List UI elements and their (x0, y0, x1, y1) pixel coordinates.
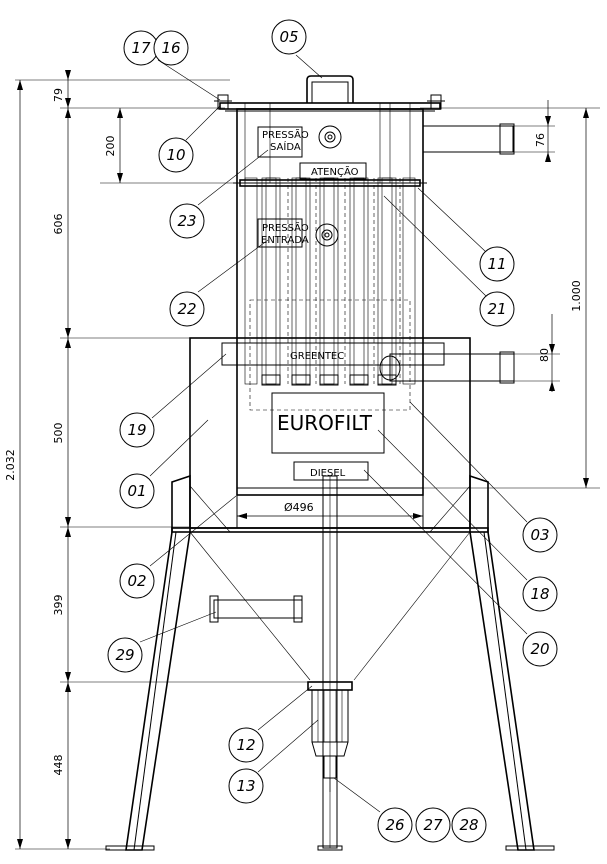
balloon-01 (119, 473, 155, 509)
filter-cartridges (244, 177, 416, 386)
balloon-label-20: 20 (530, 640, 549, 658)
balloon-05 (271, 19, 307, 55)
pressao-saida-label-2: SAÍDA (270, 140, 301, 153)
dimension-lines-left (15, 70, 310, 850)
balloon-23 (169, 203, 205, 239)
pressao-entrada-label-2: ENTRADA (261, 235, 309, 246)
balloon-label-26: 26 (385, 816, 404, 834)
balloon-18 (522, 576, 558, 612)
dim-399: 399 (52, 595, 65, 616)
balloon-label-22: 22 (177, 300, 196, 318)
dim-448: 448 (52, 755, 65, 776)
balloon-label-16: 16 (161, 39, 180, 57)
balloon-11 (479, 246, 515, 282)
balloon-28 (451, 807, 487, 843)
balloon-label-13: 13 (236, 777, 255, 795)
part-balloons: 05 17 16 10 23 11 22 21 19 01 03 02 18 20 29 12 13 26 27 28 (107, 19, 558, 843)
dim-79: 79 (52, 88, 65, 102)
balloon-20 (522, 631, 558, 667)
balloon-13 (228, 768, 264, 804)
dim-2032: 2.032 (4, 449, 17, 481)
dim-496: Ø496 (284, 501, 314, 514)
balloon-label-29: 29 (115, 646, 134, 664)
balloon-label-11: 11 (487, 255, 506, 273)
dim-606: 606 (52, 214, 65, 235)
balloon-21 (479, 291, 515, 327)
balloon-16 (153, 30, 189, 66)
dim-1000: 1.000 (570, 280, 583, 312)
greentec-label: GREENTEC (290, 351, 344, 362)
balloon-label-21: 21 (487, 300, 506, 318)
leader-lines (139, 54, 528, 813)
balloon-label-23: 23 (177, 212, 196, 230)
balloon-03 (522, 517, 558, 553)
lower-tank (171, 337, 515, 533)
balloon-12 (228, 727, 264, 763)
balloon-label-28: 28 (459, 816, 478, 834)
balloon-29 (107, 637, 143, 673)
eurofilt-label: EUROFILT (277, 411, 373, 435)
pressao-entrada-label-1: PRESSÃO (262, 221, 309, 234)
balloon-19 (119, 412, 155, 448)
balloon-label-27: 27 (423, 816, 443, 834)
balloon-10 (158, 137, 194, 173)
dim-200: 200 (104, 136, 117, 157)
dim-76: 76 (534, 133, 547, 147)
balloon-label-17: 17 (131, 39, 151, 57)
balloon-label-12: 12 (236, 736, 255, 754)
cone-and-legs (105, 474, 555, 851)
pressao-saida-label-1: PRESSÃO (262, 128, 309, 141)
balloon-label-19: 19 (127, 421, 146, 439)
balloon-label-05: 05 (279, 28, 298, 46)
balloon-label-02: 02 (127, 572, 146, 590)
balloon-label-03: 03 (530, 526, 549, 544)
balloon-27 (415, 807, 451, 843)
balloon-26 (377, 807, 413, 843)
balloon-02 (119, 563, 155, 599)
dim-500: 500 (52, 423, 65, 444)
atencao-label: ATENÇÃO (311, 165, 359, 178)
diesel-label: DIESEL (310, 468, 346, 479)
balloon-label-01: 01 (127, 482, 146, 500)
dimension-lines-right (420, 100, 600, 489)
dim-80: 80 (538, 348, 551, 362)
balloon-22 (169, 291, 205, 327)
balloon-label-18: 18 (530, 585, 549, 603)
balloon-label-10: 10 (166, 146, 185, 164)
